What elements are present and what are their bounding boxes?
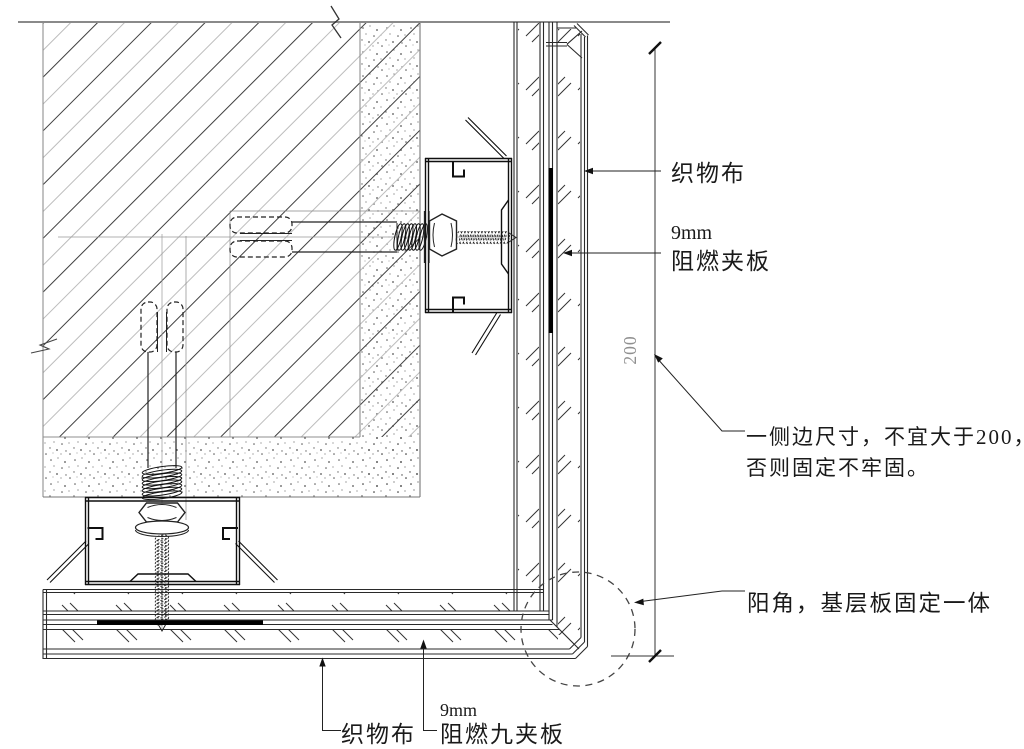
arrow-fabric-bottom xyxy=(319,657,326,667)
leader-plywood-bottom xyxy=(423,648,437,731)
label-plywood-right-name: 阻燃夹板 xyxy=(671,249,771,274)
leader-fabric-bottom xyxy=(322,664,341,731)
arrow-plywood-right xyxy=(563,249,572,257)
arrow-fabric-right xyxy=(584,167,593,175)
leader-corner-note xyxy=(636,590,745,603)
dimension-200: 200 xyxy=(611,41,674,663)
washer-v xyxy=(134,520,190,535)
dimension-tick-bottom xyxy=(648,649,662,663)
arrow-corner-note xyxy=(634,598,644,606)
break-mark-top xyxy=(330,5,342,39)
plywood-ticks-h2 xyxy=(44,630,558,649)
label-fabric-right: 织物布 xyxy=(671,161,746,186)
label-texts: 织物布 9mm 阻燃夹板 一侧边尺寸，不宜大于200， 否则固定不牢固。 阳角，… xyxy=(341,161,1024,747)
anchor-thread-coil-h xyxy=(393,223,428,251)
break-mark-left xyxy=(30,338,58,354)
fabric-strip-dark-v xyxy=(548,168,553,333)
corner-detail-circle xyxy=(520,571,636,687)
channel-hook-top xyxy=(452,161,465,178)
base-boards-vertical xyxy=(513,22,589,647)
arrow-note xyxy=(654,354,663,363)
label-note-line2: 否则固定不牢固。 xyxy=(746,456,930,480)
hex-nut-v xyxy=(138,502,186,523)
plywood-ticks-v2 xyxy=(558,29,580,635)
wall-section xyxy=(18,5,670,498)
label-fabric-bottom: 织物布 xyxy=(341,722,416,747)
expansion-anchor-vertical xyxy=(134,301,190,633)
fabric-strip-dark-h xyxy=(97,620,263,625)
channel-spring-wings-bottom xyxy=(46,540,278,583)
label-plywood-bottom-size: 9mm xyxy=(440,700,477,720)
plaster-layer-horizontal xyxy=(43,437,420,497)
wall-hatch xyxy=(43,22,420,437)
screw-tip-h xyxy=(508,232,517,243)
label-plywood-right-size: 9mm xyxy=(671,222,713,244)
arrow-plywood-bottom xyxy=(420,639,427,649)
plywood-ticks-v1 xyxy=(518,23,539,611)
dimension-value: 200 xyxy=(620,335,640,364)
furring-channel-right xyxy=(424,117,513,356)
anchor-prong-top xyxy=(229,216,293,234)
channel-hook-bottom xyxy=(452,296,465,313)
plywood-ticks-h1 xyxy=(44,593,542,611)
label-plywood-bottom-name: 阻燃九夹板 xyxy=(440,722,565,747)
base-boards-horizontal xyxy=(42,588,588,660)
anchor-prong-left xyxy=(140,301,158,353)
label-note-line1: 一侧边尺寸，不宜大于200， xyxy=(746,425,1024,449)
dimension-tick-top xyxy=(648,41,662,55)
label-corner-note: 阳角，基层板固定一体 xyxy=(747,591,992,616)
channel-hook-right xyxy=(222,527,238,540)
hex-nut-h xyxy=(428,213,458,257)
annotations xyxy=(319,167,745,731)
expansion-anchor-horizontal xyxy=(229,211,517,263)
anchor-thread-coil-v xyxy=(141,465,183,501)
leader-note xyxy=(655,356,745,432)
channel-spring-wings-right xyxy=(465,117,507,356)
channel-hook-left xyxy=(87,527,104,540)
channel-dimple-right xyxy=(500,199,510,275)
fabric-tuck-notch xyxy=(546,30,583,59)
